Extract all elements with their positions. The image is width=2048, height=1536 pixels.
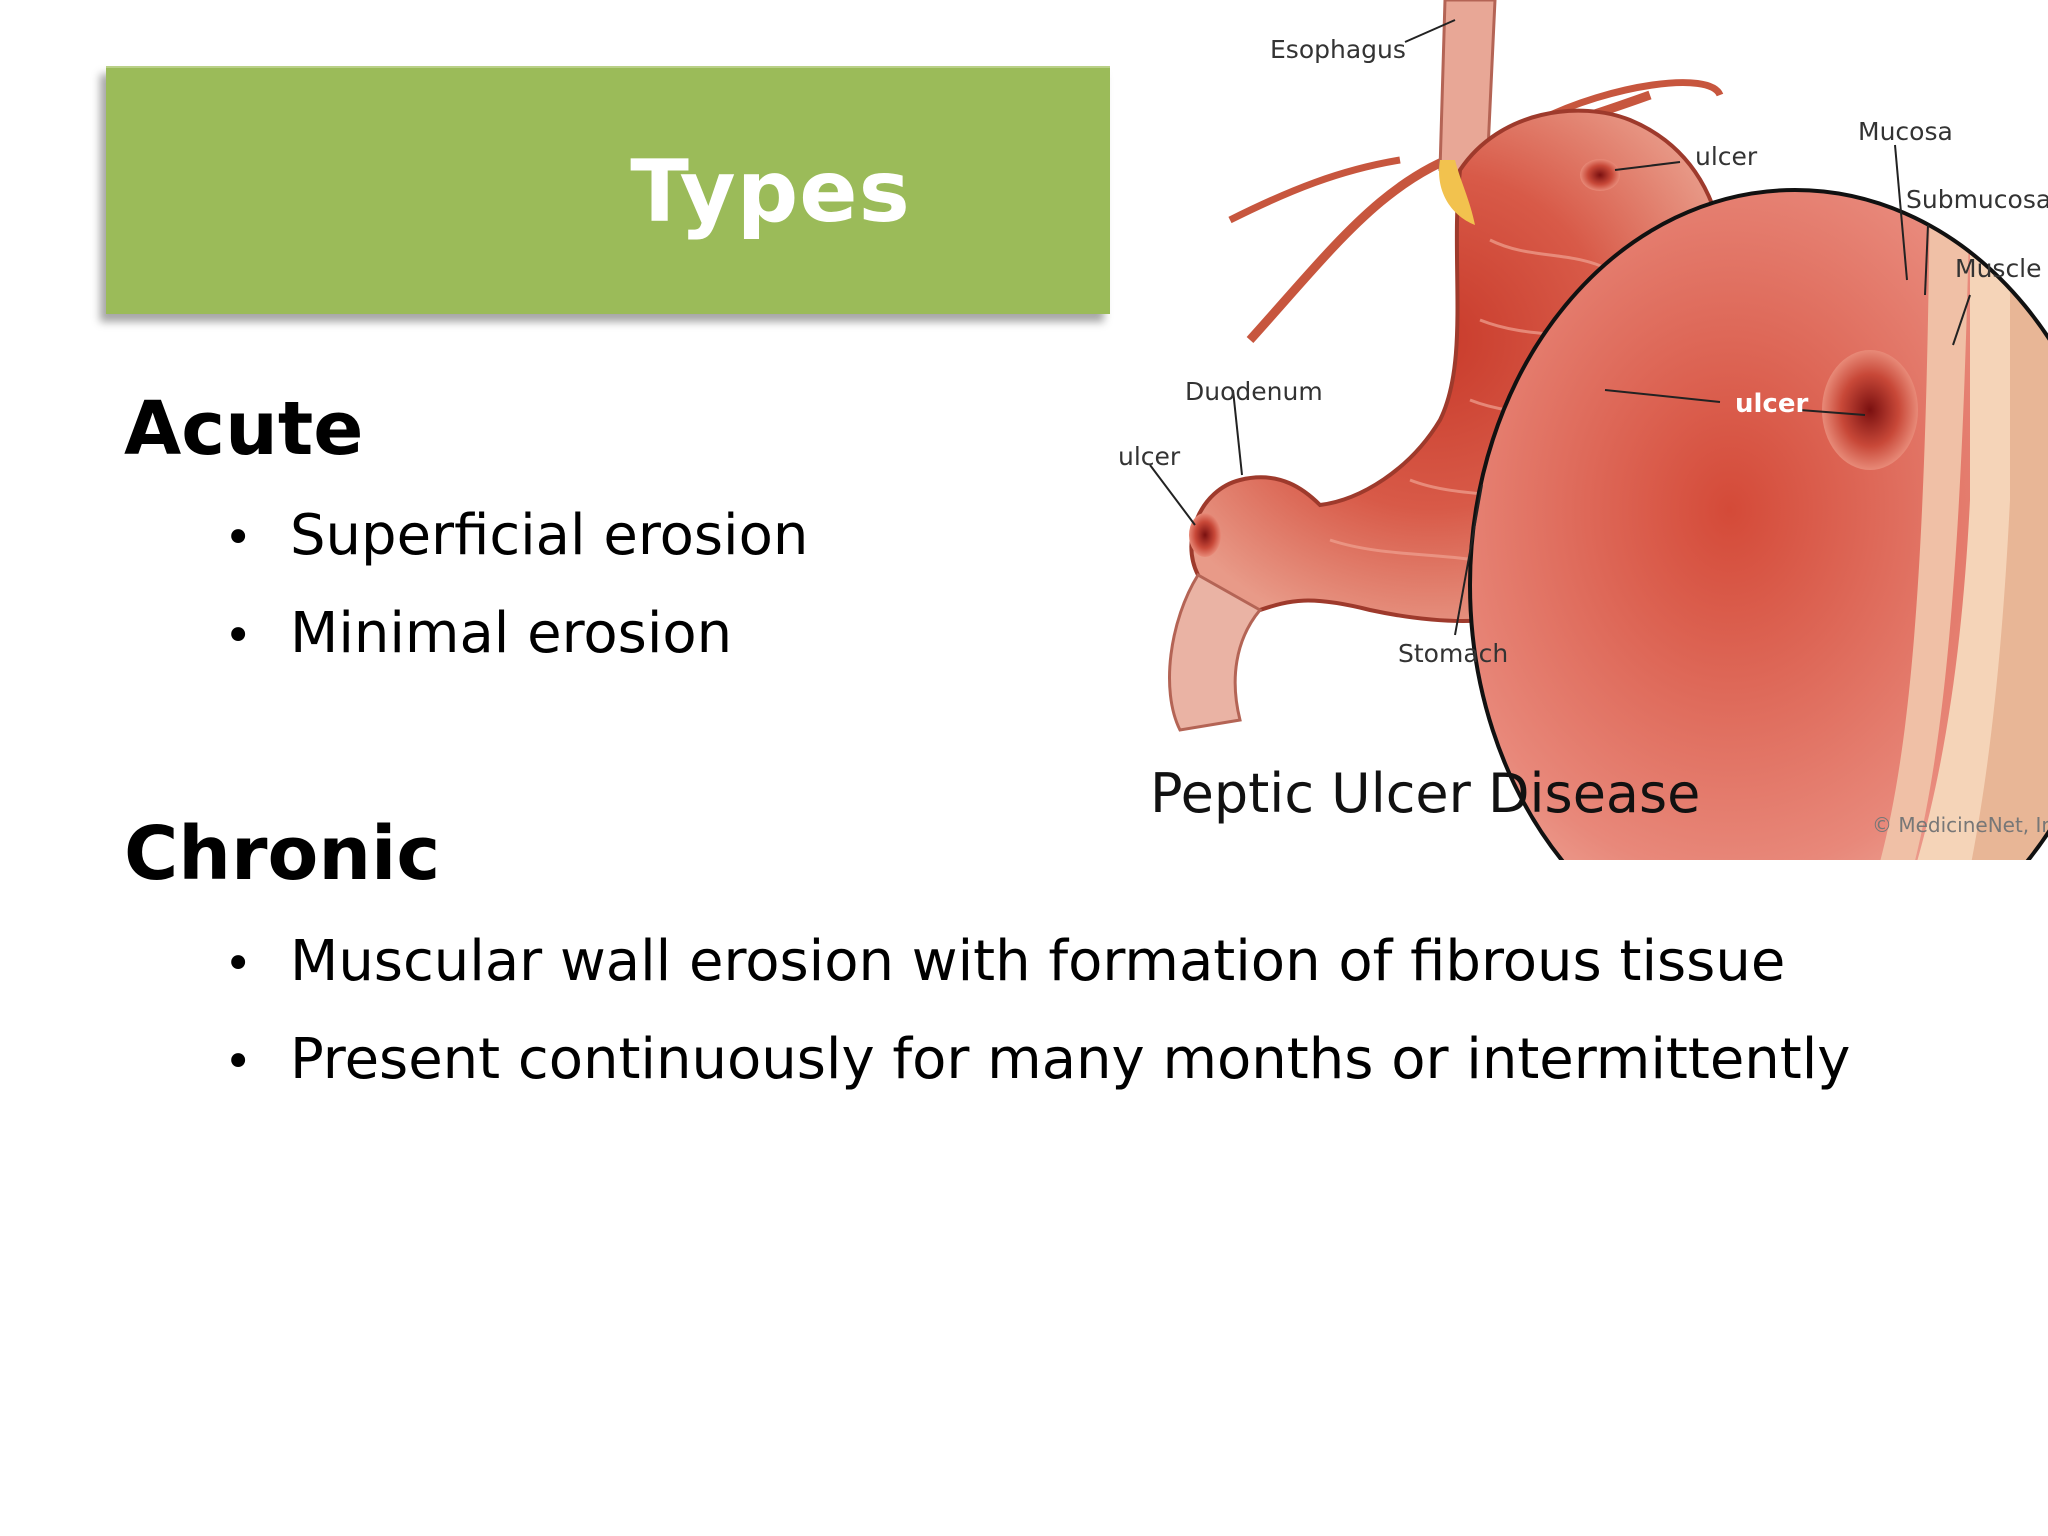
label-mucosa: Mucosa [1858,117,1953,146]
bullet-text: Superficial erosion [290,503,809,568]
label-ulcer-top: ulcer [1695,142,1758,171]
bullet-text: Minimal erosion [290,601,733,666]
label-esophagus: Esophagus [1270,35,1406,64]
stomach-illustration-svg: Esophagus ulcer Duodenum ulcer Stomach u… [1118,0,2048,860]
illustration-copyright: © MedicineNet, Inc. [1872,813,2048,837]
slide-title: Types [630,142,911,242]
ulcer-mark [1580,159,1620,191]
section-heading-chronic: Chronic [124,811,441,897]
label-duodenum: Duodenum [1185,377,1323,406]
artery-line [1538,79,1724,124]
bullet-text: Muscular wall erosion with formation of … [290,929,1786,994]
artery-line [1228,156,1401,224]
bullet-item: •Superficial erosion [224,508,808,564]
duodenum-shape [1168,572,1263,732]
illustration-caption: Peptic Ulcer Disease [1150,762,1700,825]
fat-pad [1439,160,1475,225]
bullet-icon: • [224,936,253,992]
zoom-circle-border [1468,188,2048,860]
bullet-item: •Minimal erosion [224,606,732,662]
title-banner: Types [106,66,1110,314]
label-muscle: Muscle [1955,254,2042,283]
leader-lines [1149,19,1971,636]
section-heading-acute: Acute [124,386,364,472]
bullet-icon: • [224,1034,253,1090]
bullet-icon: • [224,608,253,664]
bullet-item: •Muscular wall erosion with formation of… [224,934,1785,990]
label-ulcer-left: ulcer [1118,442,1181,471]
label-stomach: Stomach [1398,639,1508,668]
label-ulcer-zoom: ulcer [1735,389,1808,419]
stomach-illustration: Esophagus ulcer Duodenum ulcer Stomach u… [1110,0,2048,860]
bullet-item: •Present continuously for many months or… [224,1032,1850,1088]
bullet-icon: • [224,510,253,566]
label-submucosa: Submucosa [1906,185,2048,214]
ulcer-mark [1189,513,1221,557]
bullet-text: Present continuously for many months or … [290,1027,1851,1092]
